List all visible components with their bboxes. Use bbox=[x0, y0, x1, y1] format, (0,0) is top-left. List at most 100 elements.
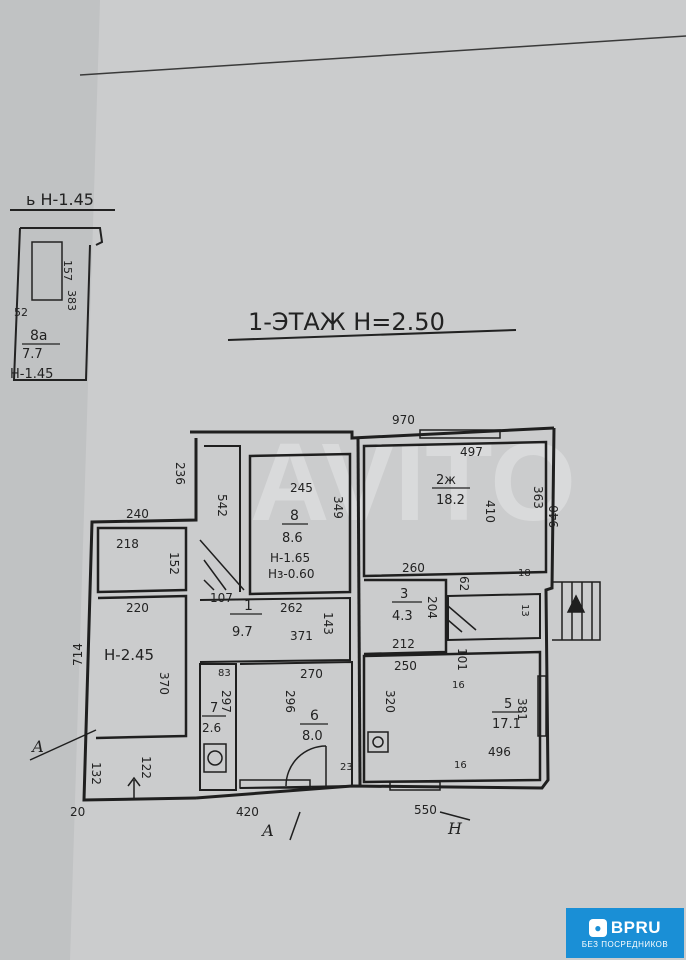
annex-area: 7.7 bbox=[22, 347, 43, 362]
dim-107: 107 bbox=[210, 591, 233, 605]
toilet-bowl bbox=[207, 750, 223, 766]
entrance-arrow-left bbox=[127, 776, 141, 798]
room-1-number: 1 bbox=[244, 598, 253, 614]
chimney-hatching bbox=[447, 605, 477, 633]
section-label-a-bottom: А bbox=[261, 821, 274, 840]
wall-room-5 bbox=[362, 650, 542, 784]
dim-220: 220 bbox=[126, 601, 149, 615]
dim-204: 204 bbox=[425, 596, 439, 619]
stove-burner bbox=[372, 736, 384, 748]
dim-23: 23 bbox=[340, 762, 353, 773]
annex-dim-383: 383 bbox=[65, 290, 78, 311]
room-8-area: 8.6 bbox=[282, 531, 303, 546]
annex-height: Н-1.45 bbox=[10, 367, 53, 382]
dim-13: 13 bbox=[519, 604, 530, 617]
dim-245: 245 bbox=[290, 481, 313, 495]
dim-371: 371 bbox=[290, 629, 313, 643]
dim-left-total: 714 bbox=[71, 643, 85, 666]
window-right bbox=[537, 675, 547, 737]
stair-hatching bbox=[199, 539, 245, 591]
room-5-area: 17.1 bbox=[492, 717, 521, 732]
dimension-labels: 970 940 714 420 550 497 363 410 245 349 … bbox=[70, 413, 561, 819]
dim-496: 496 bbox=[488, 745, 511, 759]
dim-370: 370 bbox=[157, 672, 171, 695]
dim-240: 240 bbox=[126, 507, 149, 521]
dim-top-total: 970 bbox=[392, 413, 415, 427]
section-line-a bbox=[29, 729, 97, 761]
dim-83: 83 bbox=[218, 668, 231, 679]
window-top bbox=[419, 429, 501, 439]
dim-236: 236 bbox=[173, 462, 187, 485]
room-7-number: 7 bbox=[210, 701, 218, 716]
wall-room-7 bbox=[199, 663, 237, 791]
page-shadow bbox=[0, 0, 100, 960]
dim-16-a: 16 bbox=[452, 680, 465, 691]
dim-250: 250 bbox=[394, 659, 417, 673]
wall-middle bbox=[356, 437, 362, 787]
dim-143: 143 bbox=[321, 612, 335, 635]
dim-16-b: 16 bbox=[454, 760, 467, 771]
wall-room-8 bbox=[248, 452, 352, 596]
heading-underline bbox=[227, 329, 517, 341]
annex-room-number: 8а bbox=[30, 328, 48, 344]
section-label-h-bottom: Н bbox=[447, 819, 463, 838]
dim-20: 20 bbox=[70, 805, 85, 819]
dim-270: 270 bbox=[300, 667, 323, 681]
wall-room-1 bbox=[199, 596, 351, 663]
badge-subtitle: БЕЗ ПОСРЕДНИКОВ bbox=[581, 939, 669, 949]
room-3-area: 4.3 bbox=[392, 609, 413, 624]
dim-381: 381 bbox=[515, 698, 529, 721]
dim-122: 122 bbox=[139, 756, 153, 779]
section-line-a-bottom bbox=[289, 811, 301, 841]
dim-62: 62 bbox=[457, 576, 471, 591]
dim-218: 218 bbox=[116, 537, 139, 551]
room-8-subfloor-note: Нз-0.60 bbox=[268, 567, 314, 581]
dim-bottom-left: 420 bbox=[236, 805, 259, 819]
people-icon: ● bbox=[588, 918, 607, 937]
section-label-a: А bbox=[31, 737, 44, 756]
annex-dim-52: 52 bbox=[14, 306, 28, 319]
dim-101: 101 bbox=[455, 648, 469, 671]
room-labels: 1 9.7 2ж 18.2 3 4.3 5 17.1 6 8.0 7 2.6 8… bbox=[104, 473, 522, 744]
wall-room-3 bbox=[363, 578, 448, 656]
room-6-number: 6 bbox=[310, 708, 319, 724]
dim-132: 132 bbox=[89, 762, 103, 785]
dim-497: 497 bbox=[460, 445, 483, 459]
floor-heading: 1-ЭТАЖ Н=2.50 bbox=[248, 308, 445, 336]
annex-walls bbox=[12, 227, 104, 381]
dim-18: 18 bbox=[518, 568, 531, 579]
room-8-number: 8 bbox=[290, 508, 299, 524]
wall-hallway-small bbox=[447, 592, 541, 642]
dim-262: 262 bbox=[280, 601, 303, 615]
dim-542: 542 bbox=[215, 494, 229, 517]
wall-left bbox=[82, 438, 198, 802]
annex-plan bbox=[10, 209, 115, 381]
page-top-line bbox=[79, 35, 686, 76]
wall-stair bbox=[204, 445, 241, 592]
wall-top bbox=[190, 426, 555, 440]
wall-room-6 bbox=[239, 660, 353, 789]
window-bottom-left bbox=[239, 779, 311, 789]
veranda-height: Н-2.45 bbox=[104, 646, 154, 664]
dim-152: 152 bbox=[167, 552, 181, 575]
stove-fixture bbox=[367, 731, 389, 753]
dim-right-total: 940 bbox=[547, 505, 561, 528]
annex-dim-157: 157 bbox=[61, 260, 74, 281]
room-1-area: 9.7 bbox=[232, 625, 253, 640]
room-8-height-note: Н-1.65 bbox=[270, 551, 310, 565]
dim-410: 410 bbox=[483, 500, 497, 523]
wall-pantry bbox=[96, 526, 188, 594]
section-line-h-bottom bbox=[439, 811, 471, 821]
section-markers bbox=[29, 729, 471, 841]
dim-297: 297 bbox=[219, 690, 233, 713]
room-3-number: 3 bbox=[400, 587, 408, 602]
toilet-fixture bbox=[203, 743, 227, 773]
room-6-area: 8.0 bbox=[302, 729, 323, 744]
dim-260: 260 bbox=[402, 561, 425, 575]
dim-296: 296 bbox=[283, 690, 297, 713]
bpru-badge[interactable]: ● BPRU БЕЗ ПОСРЕДНИКОВ bbox=[566, 908, 684, 958]
wall-room-2 bbox=[362, 440, 548, 578]
annex-title: ь Н-1.45 bbox=[26, 190, 94, 209]
room-2-number: 2ж bbox=[436, 473, 456, 488]
